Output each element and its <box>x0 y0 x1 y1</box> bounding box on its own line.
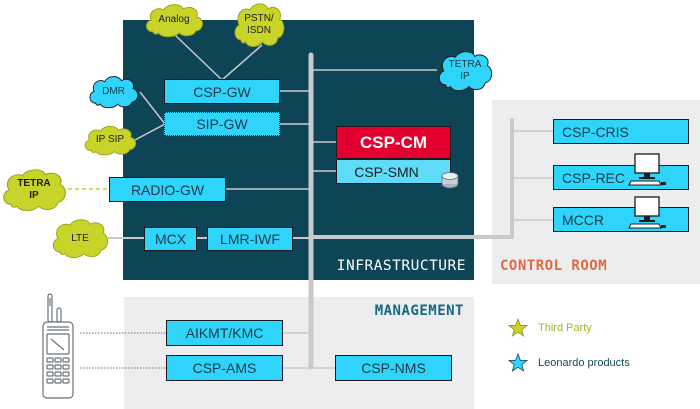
dmr-cloud: DMR <box>87 74 140 109</box>
analog-label: Analog <box>158 14 190 25</box>
cloud-icon <box>84 125 137 156</box>
csp-rec-node[interactable]: CSP-REC <box>553 165 689 190</box>
csp-cm-node[interactable]: CSP-CM <box>336 126 451 159</box>
csp-gw-node[interactable]: CSP-GW <box>164 79 280 104</box>
csp-ams-node[interactable]: CSP-AMS <box>166 355 283 381</box>
star-icon-third-party <box>508 318 528 337</box>
ip-sip-cloud: IP SIP <box>82 124 138 156</box>
star-icon-leonardo <box>508 353 528 372</box>
cloud-icon <box>3 169 66 212</box>
database-icon <box>441 172 459 189</box>
management-title: MANAGEMENT <box>374 303 464 319</box>
pstn-isdn-cloud: PSTN/ISDN <box>232 2 286 48</box>
cloud-icon <box>52 219 109 259</box>
cloud-icon <box>89 76 139 109</box>
cloud-icon <box>438 51 493 92</box>
radio-gw-node[interactable]: RADIO-GW <box>109 177 226 202</box>
management-zone: MANAGEMENT <box>124 297 474 409</box>
aikmt-kmc-node[interactable]: AIKMT/KMC <box>166 320 283 346</box>
csp-cris-node[interactable]: CSP-CRIS <box>553 119 689 144</box>
lte-cloud: LTE <box>50 218 110 259</box>
cloud-icon <box>234 3 285 47</box>
analog-cloud: Analog <box>143 2 205 38</box>
legend-leonardo-label: Leonardo products <box>538 357 630 369</box>
dmr-label: DMR <box>102 85 125 97</box>
cloud-icon <box>145 4 203 38</box>
lmr-iwf-node[interactable]: LMR-IWF <box>207 227 293 251</box>
csp-smn-label: CSP-SMN <box>354 163 419 180</box>
sip-gw-node[interactable]: SIP-GW <box>164 112 280 136</box>
legend-third-party: Third Party <box>508 318 592 338</box>
csp-nms-node[interactable]: CSP-NMS <box>335 355 452 381</box>
mccr-node[interactable]: MCCR <box>553 207 689 232</box>
handheld-radio-icon <box>42 293 74 399</box>
infrastructure-title: INFRASTRUCTURE <box>336 258 466 274</box>
lte-label: LTE <box>71 232 89 244</box>
legend-leonardo: Leonardo products <box>508 353 630 373</box>
ip-sip-label: IP SIP <box>95 134 125 145</box>
control-room-title: CONTROL ROOM <box>500 258 608 274</box>
pstn-isdn-label: PSTN/ISDN <box>244 13 274 36</box>
csp-smn-node[interactable]: CSP-SMN <box>336 159 451 184</box>
legend-third-party-label: Third Party <box>538 322 592 334</box>
workstation-icon <box>628 196 666 229</box>
workstation-icon <box>628 153 666 186</box>
mcx-node[interactable]: MCX <box>144 227 197 251</box>
